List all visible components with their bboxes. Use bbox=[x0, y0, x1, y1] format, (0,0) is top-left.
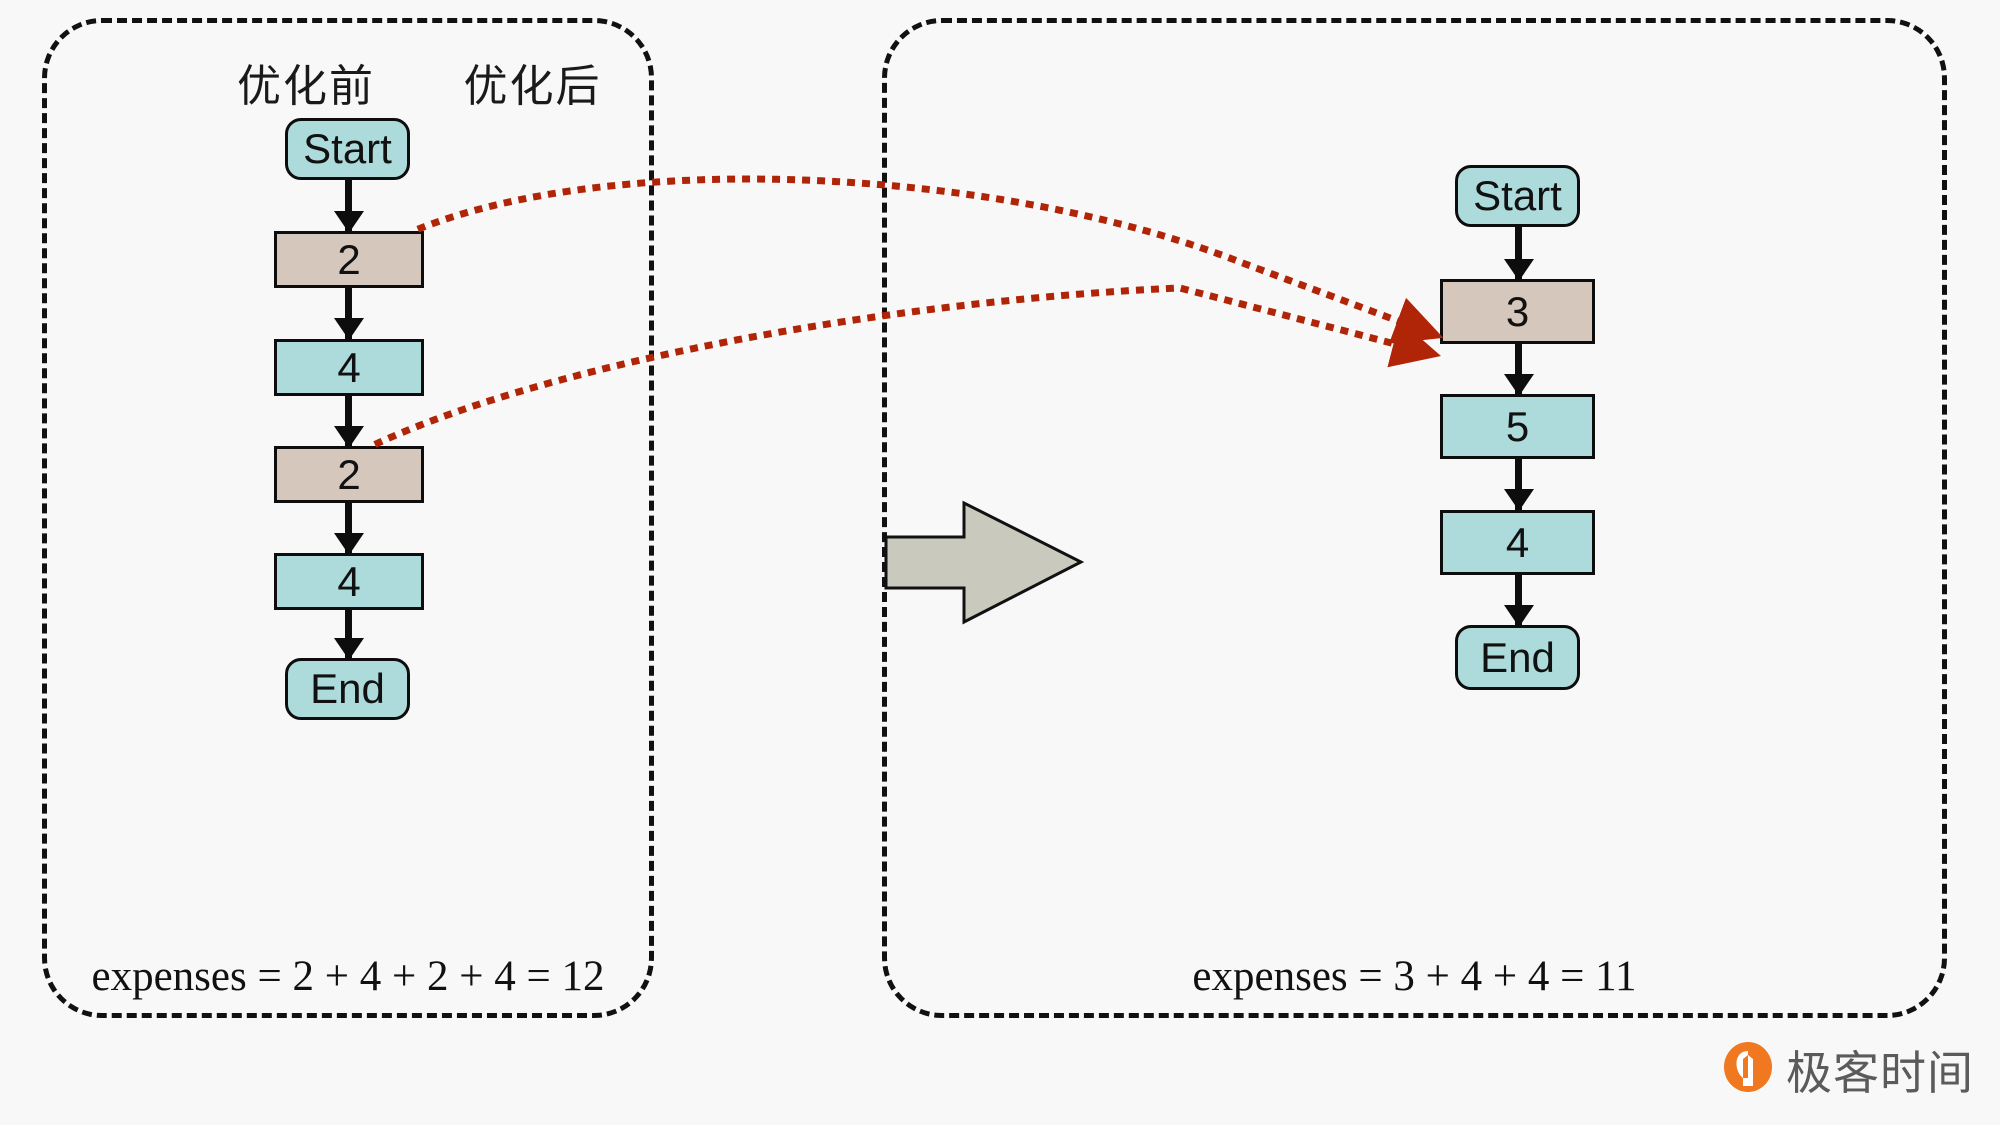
watermark: 极客时间 bbox=[1722, 1042, 1974, 1103]
node-after-start: Start bbox=[1455, 165, 1580, 227]
panel-before bbox=[42, 18, 654, 1018]
connector-after-3 bbox=[1503, 459, 1534, 511]
arrowhead-icon bbox=[333, 211, 364, 233]
arrowhead-icon bbox=[333, 426, 364, 448]
geektime-logo-icon bbox=[1722, 1042, 1774, 1103]
node-before-2b: 2 bbox=[274, 446, 424, 503]
arrowhead-icon bbox=[1503, 374, 1534, 396]
node-before-4a: 4 bbox=[274, 339, 424, 396]
arrowhead-icon bbox=[333, 318, 364, 340]
arrowhead-icon bbox=[333, 533, 364, 555]
panel-before-title: 优化前 bbox=[237, 61, 375, 112]
panel-after-title: 优化后 bbox=[463, 61, 602, 112]
arrowhead-icon bbox=[1503, 605, 1534, 627]
connector-after-2 bbox=[1503, 344, 1534, 396]
node-after-4: 4 bbox=[1440, 510, 1595, 575]
arrowhead-icon bbox=[1503, 259, 1534, 281]
node-after-end: End bbox=[1455, 625, 1580, 690]
node-after-5: 5 bbox=[1440, 394, 1595, 459]
arrowhead-icon bbox=[333, 638, 364, 660]
panel-after bbox=[882, 18, 1947, 1018]
node-after-3: 3 bbox=[1440, 279, 1595, 344]
connector-before-5 bbox=[333, 610, 364, 660]
connector-before-3 bbox=[333, 396, 364, 448]
transform-arrow-icon bbox=[884, 500, 1085, 625]
expenses-after: expenses = 3 + 4 + 4 = 11 bbox=[1192, 953, 1637, 1000]
node-before-4b: 4 bbox=[274, 553, 424, 610]
connector-after-1 bbox=[1503, 227, 1534, 281]
connector-before-1 bbox=[333, 180, 364, 233]
arrowhead-icon bbox=[1503, 489, 1534, 511]
expenses-before: expenses = 2 + 4 + 2 + 4 = 12 bbox=[91, 953, 605, 1000]
node-before-2a: 2 bbox=[274, 231, 424, 288]
connector-before-4 bbox=[333, 503, 364, 555]
node-before-start: Start bbox=[285, 118, 410, 180]
node-before-end: End bbox=[285, 658, 410, 720]
connector-before-2 bbox=[333, 288, 364, 340]
watermark-text: 极客时间 bbox=[1786, 1045, 1974, 1100]
connector-after-4 bbox=[1503, 575, 1534, 627]
